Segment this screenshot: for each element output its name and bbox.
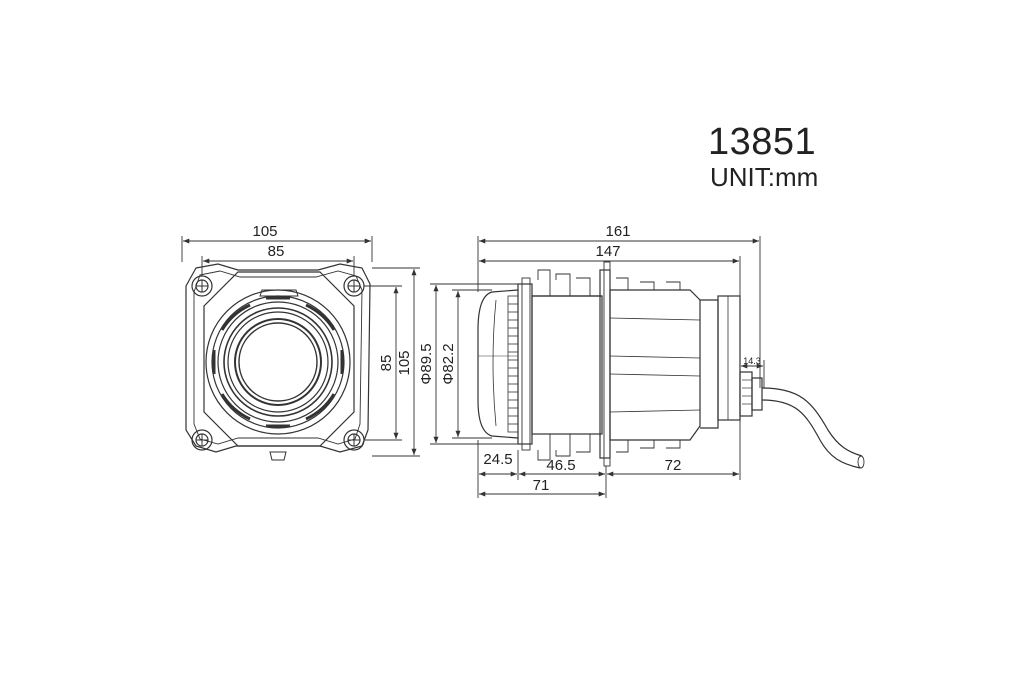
cable-gland — [739, 371, 763, 417]
front-height-105-label: 105 — [396, 350, 413, 375]
bolt-bottom-left — [191, 429, 213, 451]
side-lens-depth-label: 24.5 — [483, 451, 512, 468]
front-width-105-label: 105 — [252, 223, 277, 240]
led-ring — [223, 307, 333, 417]
bolt-top-right — [343, 275, 365, 297]
front-height-85-label: 85 — [378, 355, 395, 372]
side-diameter-82-2-label: Φ82.2 — [440, 343, 457, 384]
side-front-total-label: 71 — [533, 477, 550, 494]
front-view-dimensions — [181, 236, 420, 457]
rear-housing — [609, 289, 701, 441]
side-length-147-label: 147 — [595, 243, 620, 260]
lens-dome — [477, 289, 519, 439]
side-view-dimensions — [430, 236, 765, 498]
title-block: 13851 UNIT:mm — [708, 122, 818, 192]
unit-label: UNIT:mm — [710, 162, 819, 192]
side-length-161-label: 161 — [605, 223, 630, 240]
front-width-85-label: 85 — [268, 243, 285, 260]
side-diameter-89-5-label: Φ89.5 — [418, 343, 435, 384]
side-rear-section-label: 72 — [665, 457, 682, 474]
side-front-section-label: 46.5 — [546, 457, 575, 474]
bolt-bottom-right — [343, 429, 365, 451]
housing-octagon — [203, 271, 355, 447]
side-view — [477, 261, 865, 469]
lens-circle — [234, 318, 322, 406]
front-fins — [507, 295, 519, 433]
cable — [761, 387, 863, 457]
front-view — [185, 263, 371, 461]
part-number: 13851 — [708, 121, 817, 163]
bolt-top-left — [191, 275, 213, 297]
middle-body — [531, 295, 603, 435]
side-cable-gland-offset-label: 14.3 — [743, 356, 761, 366]
